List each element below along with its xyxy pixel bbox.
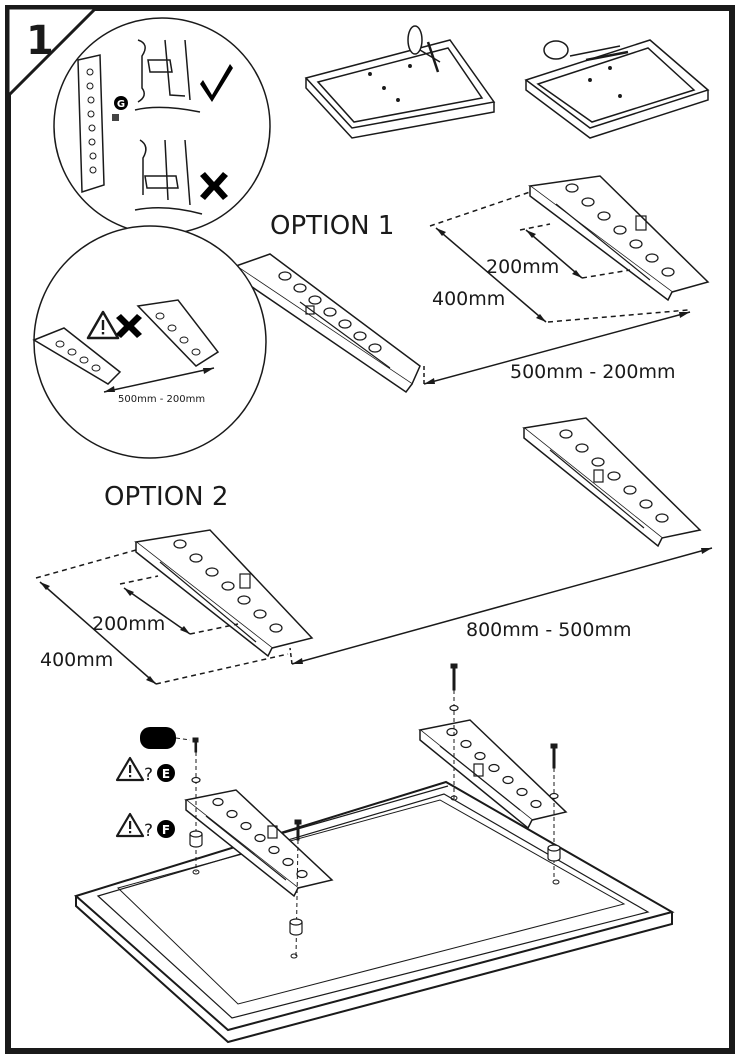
spacer-icon: [189, 704, 561, 936]
option2-dim-span: 800mm - 500mm: [466, 619, 632, 641]
option1-bracket-right: [528, 175, 710, 302]
hand-icon: [543, 40, 569, 60]
screw-icon: [112, 114, 119, 121]
step-tab: 1: [6, 6, 100, 100]
option2-dim-large: 400mm: [40, 649, 113, 671]
hook-detail-circle: G: [53, 17, 271, 235]
warning-icon: [115, 756, 145, 782]
cross-icon: [200, 172, 228, 200]
part-f-badge: F: [162, 823, 170, 837]
warning-icon: [86, 310, 120, 340]
option2-bracket-left: [134, 529, 314, 658]
cross-icon: [116, 314, 142, 338]
part-f-callout: ? F: [115, 812, 175, 841]
cap-icon: [140, 727, 176, 749]
part-e-prefix: ?: [144, 765, 153, 785]
spacing-span-label: 500mm - 200mm: [118, 394, 205, 405]
step-number: 1: [26, 18, 54, 64]
part-badge-icon: [114, 96, 128, 110]
part-f-prefix: ?: [144, 821, 153, 841]
part-badge-icon: [157, 764, 175, 782]
tv-back-panel: [73, 780, 675, 1044]
option2-title: OPTION 2: [104, 482, 228, 512]
part-e-callout: ? E: [115, 756, 175, 785]
option2-dim-small: 200mm: [92, 613, 165, 635]
part-badge-label: G: [117, 99, 125, 110]
tv-back-mount-points: [192, 795, 560, 959]
part-e-badge: E: [162, 767, 170, 781]
option1-title: OPTION 1: [270, 211, 394, 241]
warning-icon: [115, 812, 145, 838]
tv-bracket-left: [184, 789, 334, 898]
part-badge-icon: [157, 820, 175, 838]
option1-dimensions: [423, 191, 691, 385]
tv-top-view-2: [524, 39, 710, 139]
option1-bracket-left: [234, 253, 421, 394]
option1-dim-small: 200mm: [486, 256, 559, 278]
option1-dim-span: 500mm - 200mm: [510, 361, 676, 383]
option2-dimensions: [35, 547, 713, 685]
tv-top-view-1: [304, 25, 496, 139]
hand-icon: [407, 25, 423, 55]
option1-dim-large: 400mm: [432, 288, 505, 310]
spacing-detail-circle: 500mm - 200mm: [32, 225, 267, 459]
option2-bracket-right: [522, 417, 702, 548]
tv-bracket-right: [418, 719, 568, 830]
check-icon: [200, 64, 233, 102]
page-frame: [5, 5, 735, 1054]
